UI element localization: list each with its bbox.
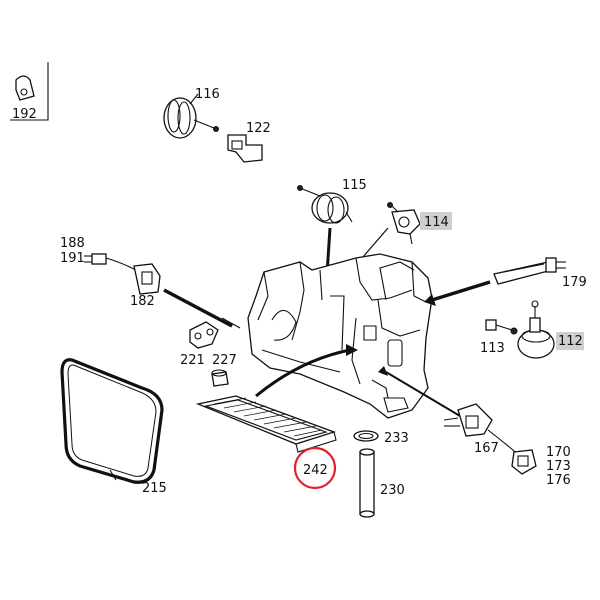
part-label-173[interactable]: 173 [546,459,571,474]
highlight-box-114 [420,212,452,230]
part-label-167[interactable]: 167 [474,441,499,456]
part-113[interactable] [485,319,518,335]
part-179[interactable] [493,257,566,285]
clip-part-192-icon [15,75,35,101]
part-label-233[interactable]: 233 [384,431,409,446]
part-label-122[interactable]: 122 [246,121,271,136]
part-188-connector[interactable] [84,253,137,271]
part-label-113[interactable]: 113 [480,341,505,356]
part-label-215[interactable]: 215 [142,481,167,496]
arrow-242 [255,348,351,398]
part-label-242[interactable]: 242 [303,463,328,478]
arrow-179 [431,280,491,302]
part-label-179[interactable]: 179 [562,275,587,290]
part-label-115[interactable]: 115 [342,178,367,193]
part-label-114[interactable]: 114 [424,215,449,230]
arrow-182 [163,288,233,328]
part-label-221[interactable]: 221 [180,353,205,368]
part-label-192[interactable]: 192 [12,107,37,122]
heater-housing [247,253,433,419]
part-215[interactable] [60,358,164,484]
part-label-182[interactable]: 182 [130,294,155,309]
part-122[interactable] [227,134,263,163]
part-115[interactable] [297,185,353,224]
corner-callout-192: 192 [10,62,49,122]
arrow-167 [385,371,461,417]
part-label-116[interactable]: 116 [195,87,220,102]
part-112[interactable] [517,300,555,359]
part-label-188[interactable]: 188 [60,236,85,251]
highlight-box-112 [556,332,584,350]
highlight-circle-242 [293,446,337,490]
part-label-176[interactable]: 176 [546,473,571,488]
part-227[interactable] [211,369,229,387]
part-242[interactable] [195,395,337,453]
part-170-connector[interactable] [511,449,537,475]
leader-221 [221,317,241,329]
part-233[interactable] [353,430,379,442]
part-221[interactable] [189,321,219,349]
part-182[interactable] [133,263,161,295]
part-label-230[interactable]: 230 [380,483,405,498]
part-114[interactable] [387,202,421,245]
part-116[interactable] [163,93,219,139]
part-label-191[interactable]: 191 [60,251,85,266]
part-label-112[interactable]: 112 [558,334,583,349]
arrowhead-167 [378,366,388,376]
arrowhead-242 [346,344,358,356]
part-label-170[interactable]: 170 [546,445,571,460]
part-230[interactable] [359,448,375,518]
arrowhead-179 [424,294,436,306]
part-label-227[interactable]: 227 [212,353,237,368]
